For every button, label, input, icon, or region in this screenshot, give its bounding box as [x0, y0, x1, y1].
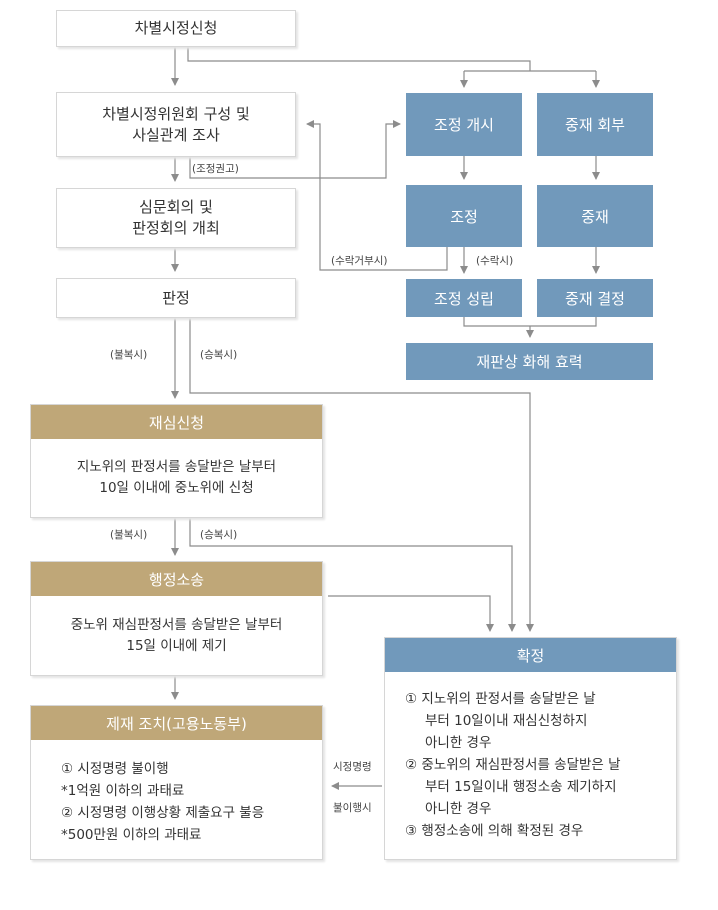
- lawsuit-title: 행정소송: [31, 562, 322, 596]
- apply-box: 차별시정신청: [56, 10, 296, 47]
- settlement-box: 재판상 화해 효력: [406, 343, 653, 380]
- label-mediation-accept: (수락시): [476, 255, 514, 267]
- final-item-2-line-1: ② 중노위의 재심판정서를 송달받은 날: [405, 757, 621, 773]
- arbitration-done-box: 중재 결정: [537, 279, 653, 317]
- label-accepted-2: (승복시): [200, 529, 238, 541]
- label-accepted-1: (승복시): [200, 349, 238, 361]
- hearing-text-2: 판정회의 개최: [132, 219, 220, 237]
- final-item-3: ③ 행정소송에 의해 확정된 경우: [405, 823, 584, 839]
- sanction-list: ① 시정명령 불이행 *1억원 이하의 과태료 ② 시정명령 이행상황 제출요구…: [31, 740, 322, 846]
- sanction-item-1: ① 시정명령 불이행: [61, 761, 169, 777]
- review-line-2: 10일 이내에 중노위에 신청: [99, 480, 254, 496]
- review-body: 지노위의 판정서를 송달받은 날부터 10일 이내에 중노위에 신청: [31, 439, 322, 517]
- lawsuit-card: 행정소송 중노위 재심판정서를 송달받은 날부터 15일 이내에 제기: [30, 561, 323, 676]
- arbitration-refer-box: 중재 회부: [537, 93, 653, 156]
- judgment-box: 판정: [56, 278, 296, 318]
- committee-box: 차별시정위원회 구성 및 사실관계 조사: [56, 92, 296, 157]
- label-dissatisfied-2: (불복시): [110, 529, 148, 541]
- sanction-item-4: *500만원 이하의 과태료: [61, 827, 202, 843]
- final-item-2-line-3: 아니한 경우: [425, 801, 492, 817]
- lawsuit-line-1: 중노위 재심판정서를 송달받은 날부터: [70, 616, 283, 633]
- committee-text-2: 사실관계 조사: [132, 125, 220, 144]
- arrow-judgment-final: [189, 318, 534, 632]
- lawsuit-line-2: 15일 이내에 제기: [126, 637, 227, 654]
- label-mediation-recommend: (조정권고): [192, 163, 239, 175]
- review-card: 재심신청 지노위의 판정서를 송달받은 날부터 10일 이내에 중노위에 신청: [30, 404, 323, 518]
- final-title: 확정: [385, 638, 676, 672]
- label-mediation-reject: (수락거부시): [331, 255, 388, 267]
- final-list: ① 지노위의 판정서를 송달받은 날 부터 10일이내 재심신청하지 아니한 경…: [385, 672, 676, 842]
- arrow-review-final: [189, 518, 516, 632]
- hearing-text-1: 심문회의 및: [139, 198, 213, 216]
- final-item-1-line-3: 아니한 경우: [425, 735, 492, 751]
- final-item-2-line-2: 부터 15일이내 행정소송 제기하지: [425, 779, 617, 795]
- final-item-1-line-2: 부터 10일이내 재심신청하지: [425, 713, 588, 729]
- committee-text-1: 차별시정위원회 구성 및: [102, 104, 250, 123]
- label-noncompliance: 불이행시: [333, 802, 372, 814]
- mediation-box: 조정: [406, 185, 522, 247]
- arbitration-box: 중재: [537, 185, 653, 247]
- sanction-item-2: *1억원 이하의 과태료: [61, 783, 185, 799]
- apply-text: 차별시정신청: [134, 19, 218, 37]
- label-order: 시정명령: [333, 761, 372, 773]
- hearing-box: 심문회의 및 판정회의 개최: [56, 188, 296, 248]
- arrow-lawsuit-final: [328, 595, 494, 632]
- review-line-1: 지노위의 판정서를 송달받은 날부터: [76, 459, 277, 475]
- line-apply-branch: [187, 47, 531, 71]
- arrow-mediation-reject: [306, 120, 448, 271]
- final-card: 확정 ① 지노위의 판정서를 송달받은 날 부터 10일이내 재심신청하지 아니…: [384, 637, 677, 860]
- mediation-done-box: 조정 성립: [406, 279, 522, 317]
- sanction-title: 제재 조치(고용노동부): [31, 706, 322, 740]
- lawsuit-body: 중노위 재심판정서를 송달받은 날부터 15일 이내에 제기: [31, 596, 322, 675]
- final-item-1-line-1: ① 지노위의 판정서를 송달받은 날: [405, 691, 596, 707]
- judgment-text: 판정: [162, 288, 190, 307]
- sanction-item-3: ② 시정명령 이행상황 제출요구 불응: [61, 805, 265, 821]
- sanction-card: 제재 조치(고용노동부) ① 시정명령 불이행 *1억원 이하의 과태료 ② 시…: [30, 705, 323, 860]
- arrow-mediation-recommend: [189, 120, 401, 179]
- mediation-start-box: 조정 개시: [406, 93, 522, 156]
- review-title: 재심신청: [31, 405, 322, 439]
- label-dissatisfied-1: (불복시): [110, 349, 148, 361]
